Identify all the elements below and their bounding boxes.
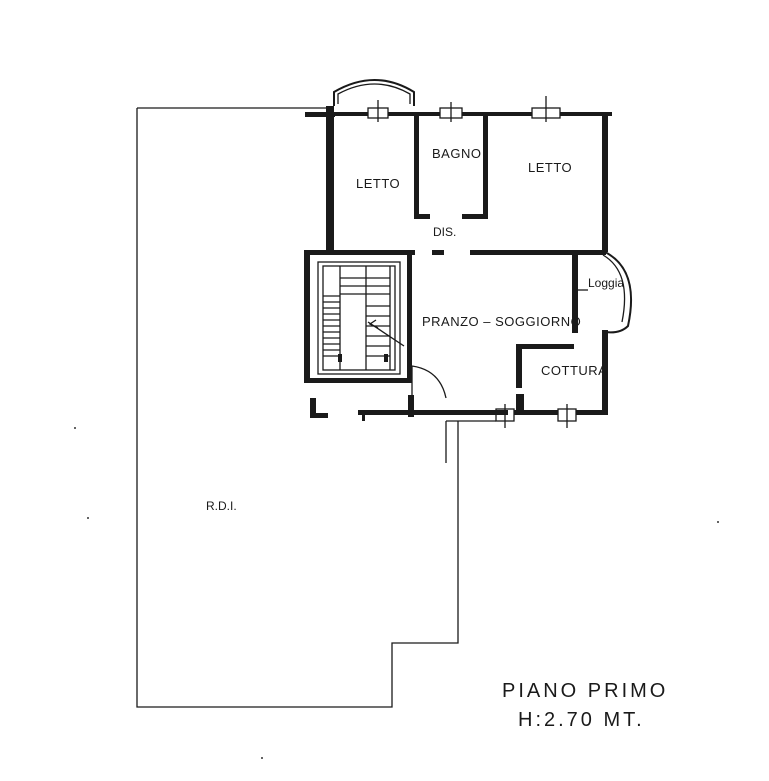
room-label-rdi: R.D.I. bbox=[206, 499, 237, 513]
room-label-cottura: COTTURA bbox=[541, 363, 607, 378]
entrance-door bbox=[411, 365, 447, 399]
room-label-letto-right: LETTO bbox=[528, 160, 572, 175]
room-label-dis: DIS. bbox=[433, 225, 456, 239]
room-label-letto-left: LETTO bbox=[356, 176, 400, 191]
right-wall bbox=[470, 112, 608, 415]
cottura-walls bbox=[516, 344, 574, 410]
top-wall bbox=[305, 96, 612, 122]
loggia-arc bbox=[604, 251, 632, 334]
letto-left-wall bbox=[326, 112, 334, 254]
rdi-outline bbox=[136, 108, 459, 708]
floor-title: PIANO PRIMO bbox=[502, 680, 668, 702]
bay-window bbox=[333, 79, 415, 106]
bottom-wall bbox=[358, 404, 608, 428]
room-label-pranzo-soggiorno: PRANZO – SOGGIORNO bbox=[422, 314, 581, 329]
small-l-wall bbox=[310, 398, 328, 418]
floor-height: H:2.70 MT. bbox=[518, 709, 645, 731]
stair-block bbox=[304, 250, 412, 383]
bagno-walls bbox=[414, 116, 488, 219]
room-label-loggia: Loggia bbox=[588, 276, 624, 290]
room-label-bagno: BAGNO bbox=[432, 146, 481, 161]
